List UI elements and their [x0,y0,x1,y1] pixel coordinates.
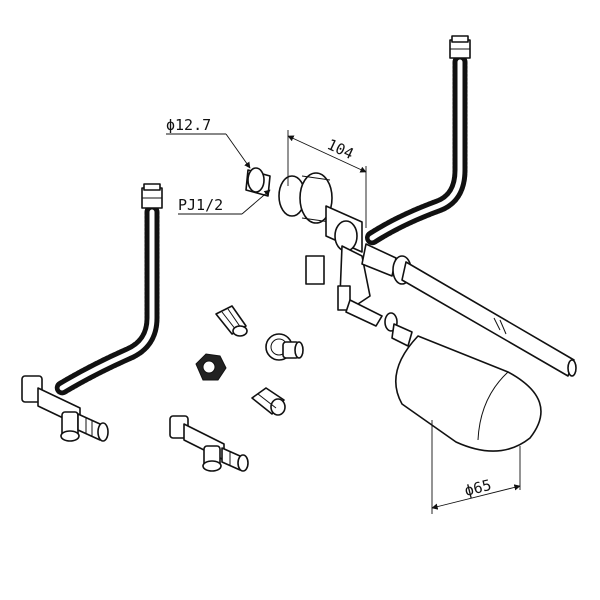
right-braided-hose [364,35,471,246]
pipe-diameter-label: ϕ12.7 [166,116,211,134]
float-arm-rod [401,261,577,377]
left-stop-valve [21,375,109,442]
left-braided-hose [54,183,163,396]
width-label: 104 [324,135,356,163]
float-diameter-label: ϕ65 [463,476,494,500]
compression-sleeve-fitting [215,305,248,337]
ball-valve-body [245,167,412,332]
thread-label: PJ1/2 [178,196,223,214]
pipe-diameter-callout: ϕ12.7 [166,116,251,169]
union-nut-fitting [265,333,304,361]
hex-nut-fitting [195,353,227,381]
thread-callout: PJ1/2 [178,189,271,215]
reducer-bushing-fitting [251,387,286,416]
center-stop-valve [169,415,249,472]
